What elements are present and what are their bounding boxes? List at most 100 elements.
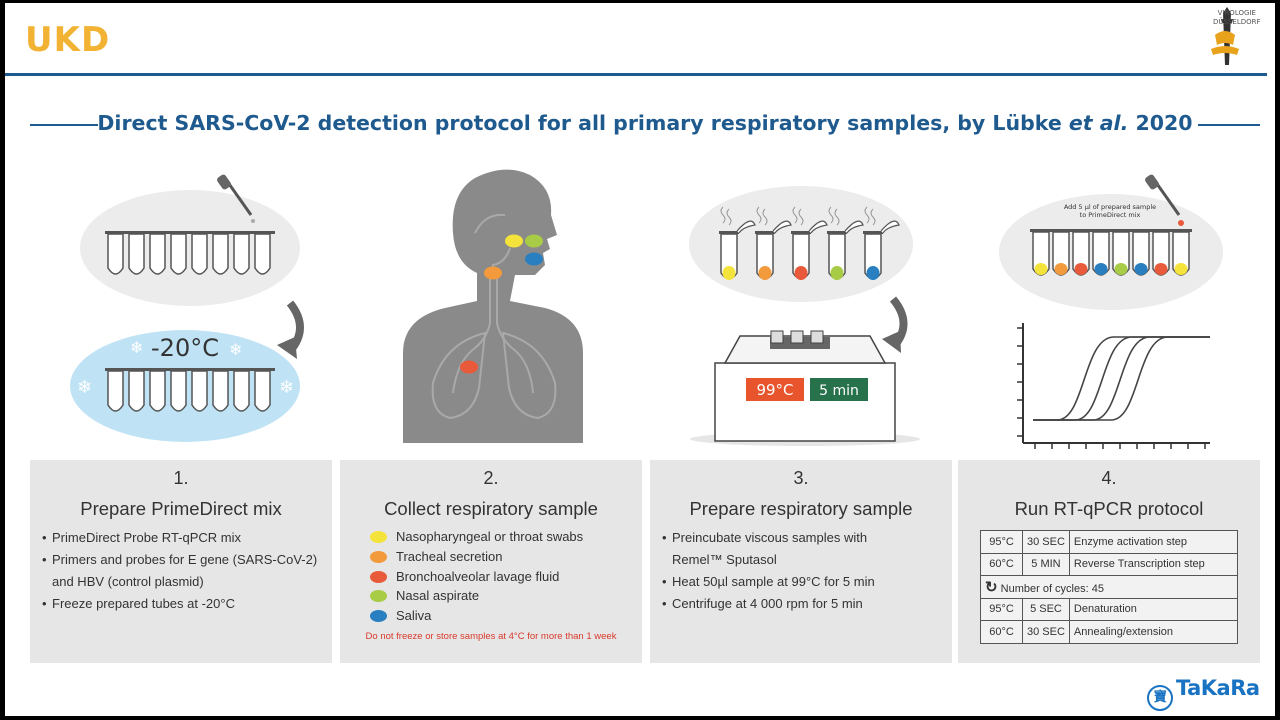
- saliva-color-icon: [370, 610, 387, 623]
- temp-cell: 60°C: [980, 552, 1023, 576]
- tube-icon: [128, 370, 145, 412]
- swab-color-icon: [370, 531, 387, 543]
- svg-text:❄: ❄: [130, 338, 143, 357]
- step1-title: Prepare PrimeDirect mix: [80, 498, 282, 519]
- step-cell: Annealing/extension: [1068, 620, 1239, 644]
- table-row: ↻ Number of cycles: 45: [980, 575, 1238, 599]
- step3-bullets: Preincubate viscous samples with Remel™ …: [662, 527, 947, 615]
- title-rule-left: [30, 124, 98, 126]
- step3-number: 3.: [793, 468, 809, 488]
- tube-icon: [170, 370, 187, 412]
- nasal-color-icon: [370, 590, 387, 603]
- cycle-loop-icon: ↻: [985, 578, 998, 596]
- virologie-logo-text: VIROLOGIE DÜSSELDORF: [1213, 9, 1261, 27]
- step4-panel: 4. Run RT-qPCR protocol 95°C 30 SEC Enzy…: [958, 460, 1260, 663]
- amplification-plot-icon: [1017, 323, 1210, 449]
- temp-cell: 60°C: [980, 620, 1023, 644]
- sample-item: Tracheal secretion: [370, 547, 583, 567]
- sample-label: Tracheal secretion: [396, 548, 503, 564]
- rtqpcr-protocol-table: 95°C 30 SEC Enzyme activation step 60°C …: [980, 530, 1239, 644]
- step3-bullet: Centrifuge at 4 000 rpm for 5 min: [662, 593, 947, 615]
- table-row: 60°C 5 MIN Reverse Transcription step: [980, 552, 1239, 576]
- ukd-logo: UKD: [25, 20, 111, 60]
- tube-icon: [191, 370, 208, 412]
- sample-label: Nasal aspirate: [396, 588, 480, 604]
- tube-icon: [107, 233, 124, 275]
- sample-label: Bronchoalveolar lavage fluid: [396, 568, 560, 584]
- table-row: 60°C 30 SEC Annealing/extension: [980, 620, 1239, 644]
- step1-bullet: Freeze prepared tubes at -20°C: [42, 593, 327, 615]
- step2-panel: 2. Collect respiratory sample Nasopharyn…: [340, 460, 642, 663]
- time-cell: 30 SEC: [1022, 530, 1070, 554]
- cycles-label: Number of cycles: 45: [1000, 582, 1104, 595]
- time-cell: 5 MIN: [1022, 552, 1070, 576]
- step-cell: Denaturation: [1068, 597, 1239, 621]
- tube-icon: [254, 233, 271, 275]
- step-cell: Enzyme activation step: [1068, 530, 1239, 554]
- step1-bullet-continued: and HBV (control plasmid): [52, 574, 204, 589]
- tube-icon: [107, 370, 124, 412]
- heater-time-display: 5 min: [819, 383, 859, 399]
- time-cell: 30 SEC: [1022, 620, 1070, 644]
- title-main: Direct SARS-CoV-2 detection protocol for…: [97, 111, 1069, 135]
- sample-item: Bronchoalveolar lavage fluid: [370, 567, 583, 587]
- frozen-tube-strip-icon: [105, 368, 275, 412]
- protocol-illustrations: -20°C ❄ ❄ ❄ ❄: [70, 169, 1223, 449]
- takara-mark-icon: 寶: [1147, 685, 1173, 711]
- step2-illustration: [403, 169, 583, 443]
- step1-bullet: PrimeDirect Probe RT-qPCR mix: [42, 527, 327, 549]
- step4-number: 4.: [1101, 468, 1117, 488]
- takara-wordmark: TaKaRa: [1176, 676, 1260, 700]
- title-rule-right: [1198, 124, 1260, 126]
- step4-title: Run RT-qPCR protocol: [1014, 498, 1204, 519]
- table-row: 95°C 5 SEC Denaturation: [980, 597, 1239, 621]
- tracheal-color-icon: [370, 550, 387, 563]
- tube-icon: [149, 370, 166, 412]
- storage-warning: Do not freeze or store samples at 4°C fo…: [365, 631, 617, 642]
- temp-cell: 95°C: [980, 530, 1023, 554]
- tube-icon: [149, 233, 166, 275]
- page-title: Direct SARS-CoV-2 detection protocol for…: [30, 111, 1260, 135]
- add-sample-note-2: to PrimeDirect mix: [1080, 211, 1141, 219]
- virologie-line-2: DÜSSELDORF: [1213, 18, 1261, 26]
- time-cell: 5 SEC: [1022, 597, 1070, 621]
- step1-bullet: Primers and probes for E gene (SARS-CoV-…: [42, 549, 327, 571]
- dropper-icon: [1145, 174, 1184, 226]
- tube-icon: [212, 233, 229, 275]
- heater-temp-display: 99°C: [756, 381, 793, 399]
- virologie-logo-icon: [1211, 7, 1239, 65]
- pipette-icon: [217, 174, 255, 223]
- step3-bullet-continued: Remel™ Sputasol: [672, 552, 777, 567]
- tube-icon: [170, 233, 187, 275]
- step2-title: Collect respiratory sample: [384, 498, 598, 519]
- tube-strip-icon: [105, 231, 275, 275]
- sample-label: Nasopharyngeal or throat swabs: [396, 529, 584, 544]
- virologie-line-1: VIROLOGIE: [1217, 9, 1256, 17]
- step4-illustration: Add 5 µl of prepared sample to PrimeDire…: [999, 174, 1223, 449]
- step3-illustration: 99°C 5 min: [689, 186, 920, 446]
- step1-illustration: -20°C ❄ ❄ ❄ ❄: [70, 174, 304, 442]
- tube-icon: [233, 233, 250, 275]
- sample-item: Nasopharyngeal or throat swabs: [370, 527, 583, 547]
- step3-bullet: Preincubate viscous samples with: [662, 527, 947, 549]
- step3-bullet: Heat 50µl sample at 99°C for 5 min: [662, 571, 947, 593]
- svg-text:❄: ❄: [77, 377, 92, 398]
- step2-number: 2.: [483, 468, 499, 488]
- svg-text:❄: ❄: [279, 377, 294, 398]
- cycles-cell: ↻ Number of cycles: 45: [980, 575, 1238, 599]
- sample-item: Nasal aspirate: [370, 586, 583, 606]
- tube-icon: [212, 370, 229, 412]
- step1-number: 1.: [173, 468, 189, 488]
- svg-text:❄: ❄: [229, 340, 242, 359]
- step3-title: Prepare respiratory sample: [689, 498, 913, 519]
- sample-type-list: Nasopharyngeal or throat swabs Tracheal …: [370, 527, 583, 626]
- temp-cell: 95°C: [980, 597, 1023, 621]
- header-divider: [5, 73, 1267, 76]
- slide: UKD VIROLOGIE DÜSSELDORF Direct SARS-CoV…: [5, 3, 1275, 716]
- prepared-tube-strip-icon: [1030, 229, 1192, 276]
- step3-panel: 3. Prepare respiratory sample Preincubat…: [650, 460, 952, 663]
- add-sample-note-1: Add 5 µl of prepared sample: [1064, 203, 1156, 211]
- sample-tubes-icon: [719, 206, 900, 280]
- tube-icon: [254, 370, 271, 412]
